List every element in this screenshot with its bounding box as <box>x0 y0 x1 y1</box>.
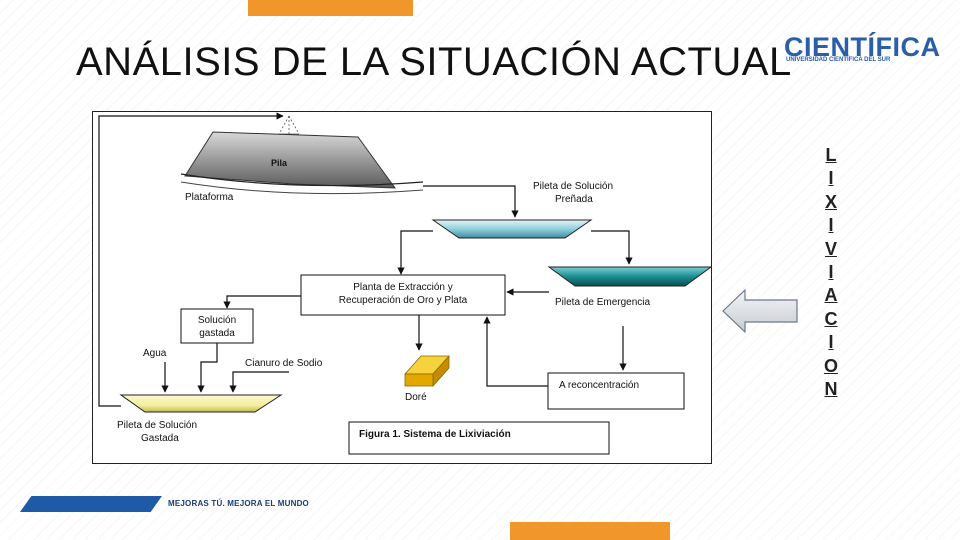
reconcentracion-box <box>547 372 685 410</box>
flow-solucion-to-pileta <box>197 343 218 393</box>
vertical-letter: I <box>828 168 834 189</box>
leaching-flow-svg: Pila Plataforma Pileta de Solución Preña… <box>98 112 713 455</box>
sprinkler-icon <box>278 115 300 135</box>
solucion-gastada-box <box>180 308 254 344</box>
vertical-letter: N <box>824 379 838 400</box>
platform-line-lower <box>180 181 424 195</box>
vertical-letter: I <box>828 262 834 283</box>
pileta-prenada-pond <box>431 219 593 239</box>
lixiviacion-vertical-label: L I X I V I A C I O N <box>818 144 844 401</box>
planta-box <box>300 274 506 316</box>
pileta-emergencia-label: Pileta de Emergencia <box>555 297 650 308</box>
logo-subtitle: UNIVERSIDAD CIENTÍFICA DEL SUR <box>786 57 891 63</box>
return-line <box>98 112 284 407</box>
flow-to-emergency <box>591 230 633 265</box>
figure-caption: Figura 1. Sistema de Lixiviación <box>359 429 511 440</box>
cianuro-label: Cianuro de Sodio <box>245 358 323 369</box>
platform-line <box>180 173 424 187</box>
solucion-label-2: gastada <box>199 328 235 339</box>
logo-name: CIENTÍFICA <box>784 32 941 62</box>
planta-label-1: Planta de Extracción y <box>353 282 453 293</box>
slide-title: ANÁLISIS DE LA SITUACIÓN ACTUAL <box>76 40 792 84</box>
flow-plant-to-solucion <box>223 295 301 309</box>
pileta-gastada-label-2: Gastada <box>141 433 179 444</box>
vertical-letter: X <box>824 191 837 212</box>
vertical-letter: C <box>824 308 838 329</box>
reconcentracion-label: A reconcentración <box>559 380 639 391</box>
pileta-gastada-pond <box>119 394 283 413</box>
top-accent-bar <box>248 0 413 16</box>
planta-label-2: Recuperación de Oro y Plata <box>339 295 468 306</box>
vertical-letter: I <box>828 215 834 236</box>
left-arrow-icon <box>722 289 798 333</box>
pileta-gastada-label-1: Pileta de Solución <box>117 420 197 431</box>
pileta-prenada-label-2: Preñada <box>555 194 593 205</box>
pileta-emergencia-pond <box>547 266 713 287</box>
vertical-letter: L <box>825 145 837 165</box>
leach-pile <box>184 131 397 189</box>
university-logo: CIENTÍFICA UNIVERSIDAD CIENTÍFICA DEL SU… <box>784 32 940 68</box>
pileta-prenada-label-1: Pileta de Solución <box>533 181 613 192</box>
bottom-accent-bar <box>510 522 670 540</box>
drain-line <box>423 185 519 218</box>
vertical-letter: A <box>824 285 838 306</box>
pila-label: Pila <box>271 158 288 168</box>
solucion-label-1: Solución <box>198 315 236 326</box>
caption-box <box>348 421 610 455</box>
flow-reconc-to-plant <box>483 316 548 387</box>
footer-tagline: MEJORAS TÚ. MEJORA EL MUNDO <box>168 499 309 508</box>
footer-blue-bar <box>20 496 162 512</box>
dore-bar-icon <box>404 354 450 388</box>
vertical-letter: O <box>823 355 838 376</box>
vertical-letter: I <box>828 332 834 353</box>
flow-to-plant <box>397 230 433 275</box>
cianuro-flow <box>229 371 289 393</box>
leaching-diagram: Pila Plataforma Pileta de Solución Preña… <box>92 111 713 464</box>
dore-label: Doré <box>405 392 427 403</box>
vertical-letter: V <box>824 238 837 259</box>
agua-label: Agua <box>143 348 167 359</box>
plataforma-label: Plataforma <box>185 192 234 203</box>
